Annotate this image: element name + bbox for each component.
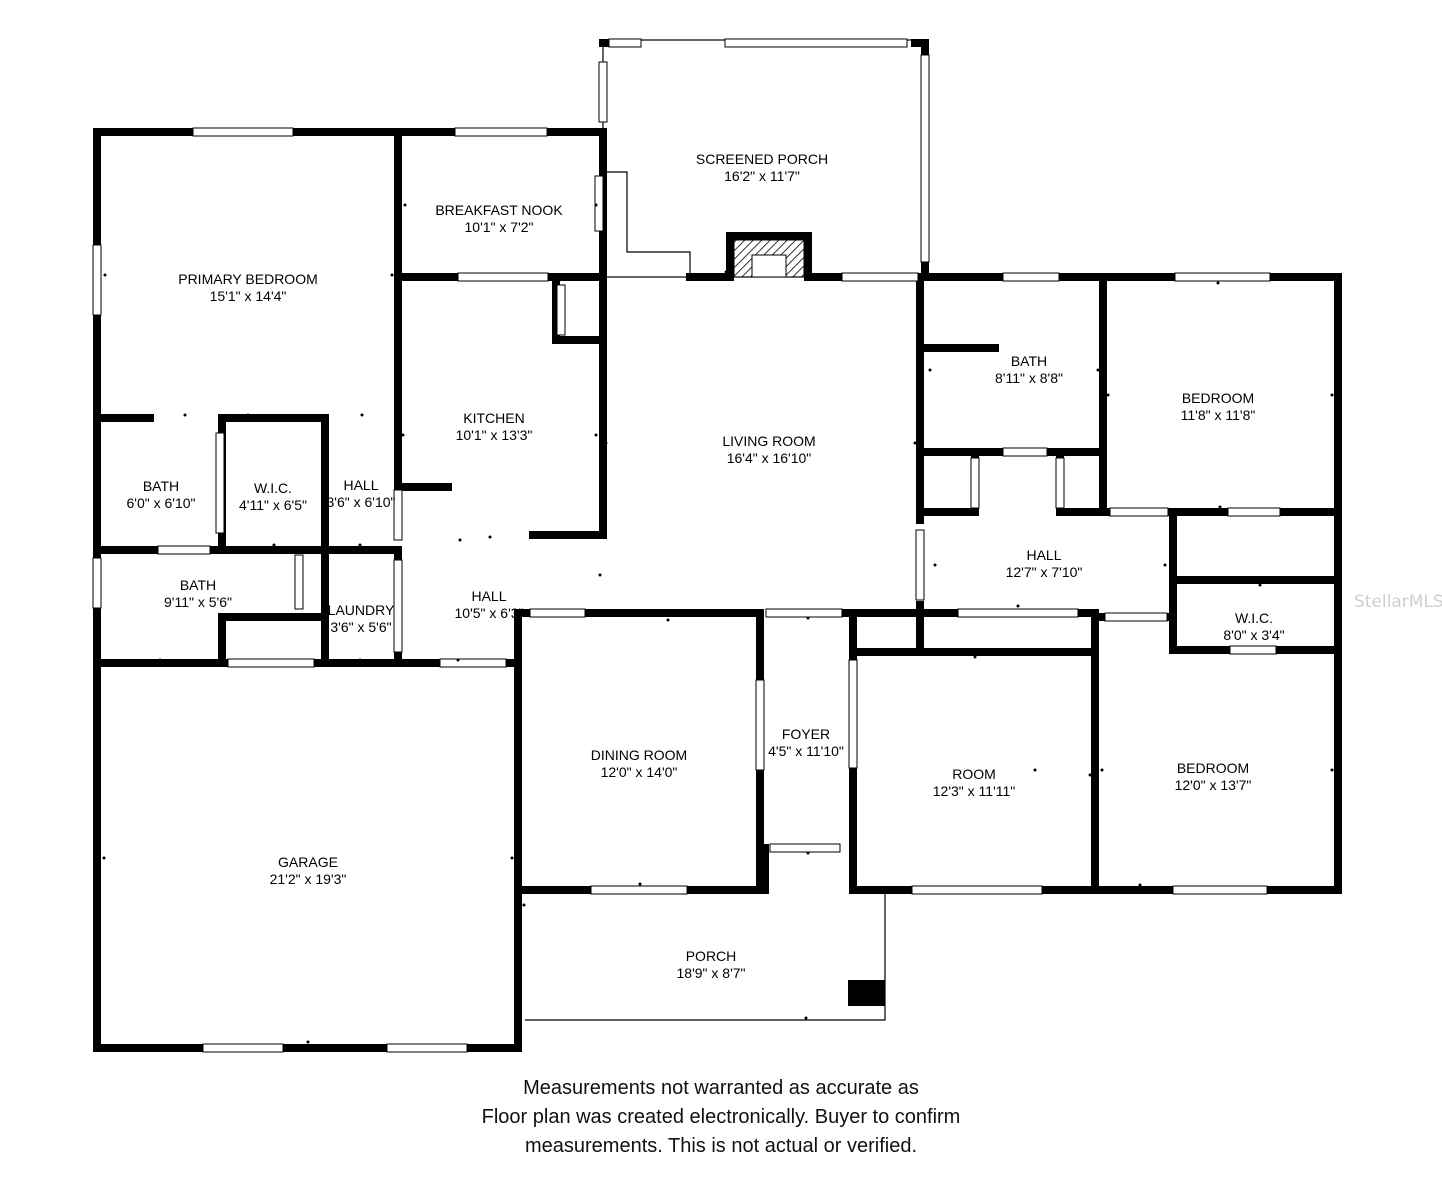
room-hall-center-name: HALL [471,588,506,604]
room-bedroom-se-name: BEDROOM [1177,760,1249,776]
room-labels: SCREENED PORCH 16'2" x 11'7" BREAKFAST N… [127,151,1285,981]
room-wic-east-size: 8'0" x 3'4" [1223,627,1284,643]
room-garage-name: GARAGE [278,854,338,870]
room-hall-east-size: 12'7" x 7'10" [1006,564,1083,580]
tick-marks [102,203,1334,1044]
room-hall-west-size: 3'6" x 6'10" [327,494,396,510]
room-breakfast-nook-name: BREAKFAST NOOK [435,202,563,218]
room-room-name: ROOM [952,766,996,782]
room-living-room-size: 16'4" x 16'10" [727,450,812,466]
room-laundry-size: 3'6" x 5'6" [330,619,391,635]
room-bedroom-ne-name: BEDROOM [1182,390,1254,406]
room-porch-name: PORCH [686,948,737,964]
room-bath-primary-size: 6'0" x 6'10" [127,495,196,511]
room-foyer-size: 4'5" x 11'10" [768,743,844,759]
room-hall-east-name: HALL [1026,547,1061,563]
room-bath-east-size: 8'11" x 8'8" [995,370,1063,386]
disclaimer: Measurements not warranted as accurate a… [0,1074,1442,1161]
room-room-size: 12'3" x 11'11" [933,783,1016,799]
thin-walls [525,39,926,1021]
room-hall-center-size: 10'5" x 6'3" [455,605,524,621]
room-bath-east-name: BATH [1011,353,1047,369]
room-porch-size: 18'9" x 8'7" [677,965,746,981]
room-bedroom-se-size: 12'0" x 13'7" [1175,777,1252,793]
disclaimer-line-1: Measurements not warranted as accurate a… [523,1077,919,1099]
disclaimer-line-2: Floor plan was created electronically. B… [481,1106,961,1128]
room-wic-east-name: W.I.C. [1235,610,1273,626]
door-openings [157,175,1281,853]
room-garage-size: 21'2" x 19'3" [270,871,347,887]
room-wic-primary-name: W.I.C. [254,480,292,496]
room-dining-room-size: 12'0" x 14'0" [601,764,678,780]
porch-column [848,980,885,1006]
disclaimer-line-3: measurements. This is not actual or veri… [524,1135,918,1157]
room-dining-room-name: DINING ROOM [591,747,687,763]
room-breakfast-nook-size: 10'1" x 7'2" [465,219,534,235]
room-foyer-name: FOYER [782,726,830,742]
room-hall-west-name: HALL [343,477,378,493]
room-bath-hall-size: 9'11" x 5'6" [164,594,232,610]
windows [92,38,1271,1053]
room-bath-primary-name: BATH [143,478,179,494]
room-primary-bedroom-size: 15'1" x 14'4" [210,288,287,304]
room-kitchen-size: 10'1" x 13'3" [456,427,533,443]
watermark: StellarMLS [1354,592,1442,612]
room-laundry-name: LAUNDRY [328,602,395,618]
room-screened-porch-size: 16'2" x 11'7" [724,168,800,184]
room-kitchen-name: KITCHEN [463,410,524,426]
room-bath-hall-name: BATH [180,577,216,593]
room-screened-porch-name: SCREENED PORCH [696,151,828,167]
room-primary-bedroom-name: PRIMARY BEDROOM [178,271,318,287]
walls [93,128,1342,1052]
room-living-room-name: LIVING ROOM [722,433,815,449]
room-bedroom-ne-size: 11'8" x 11'8" [1181,407,1256,423]
room-wic-primary-size: 4'11" x 6'5" [239,497,307,513]
